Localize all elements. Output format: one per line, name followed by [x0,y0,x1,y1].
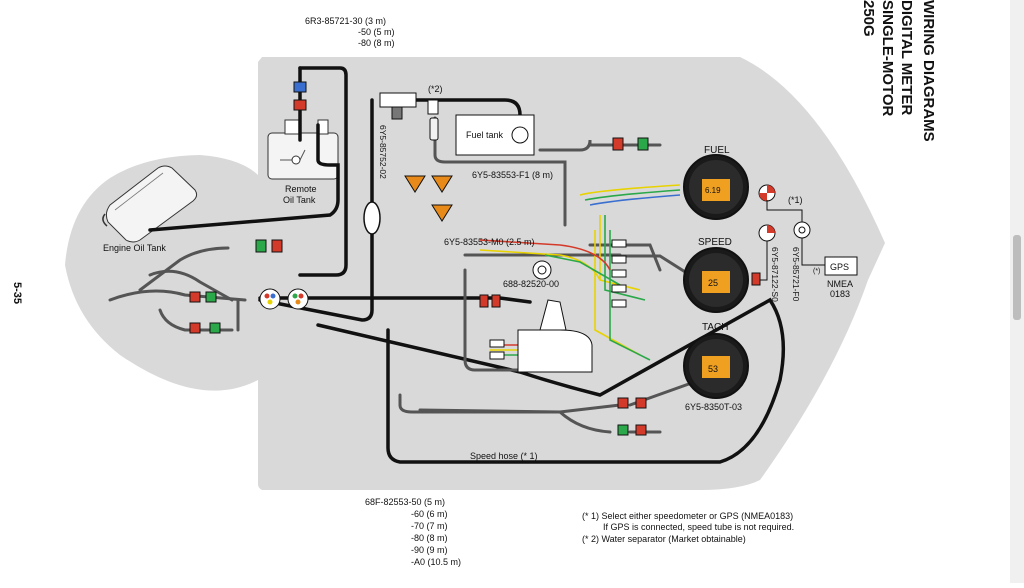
part-68f-line1: 68F-82553-50 (5 m) [365,497,445,507]
connectors [189,81,649,436]
engine-oil-tank [102,165,198,243]
note-2: (* 2) Water separator (Market obtainable… [582,534,746,544]
part-6r3-line1: 6R3-85721-30 (3 m) [305,16,386,26]
remote-control-box [517,299,593,373]
part-68f-line4: -80 (8 m) [411,533,448,543]
note-1-line2: If GPS is connected, speed tube is not r… [603,522,794,532]
fuel-sender [511,126,529,144]
signal-wires [479,184,681,361]
remote-oil-tank [267,119,339,180]
title-line2: DIGITAL METER [898,0,915,115]
part-6y5-85752: 6Y5-85752-02 [378,125,388,179]
engine-oil-tank-label: Engine Oil Tank [103,243,166,253]
tach-gauge-display: 53 [708,364,718,374]
speed-gauge-label: SPEED [698,237,732,248]
part-68f-line5: -90 (9 m) [411,545,448,555]
speed-gauge-display: 25 [708,278,718,288]
speed-sensor-inner [537,265,547,275]
part-6y5-8350t: 6Y5-8350T-03 [685,402,742,412]
part-68f-line2: -60 (6 m) [411,509,448,519]
note-1-line1: (* 1) Select either speedometer or GPS (… [582,511,793,521]
part-688: 688-82520-00 [503,279,559,289]
part-6r3-line2: -50 (5 m) [358,27,395,37]
part-6y5-87122: 6Y5-87122-S0 [770,247,780,302]
part-68f-line6: -A0 (10.5 m) [411,557,461,567]
warning-icon [404,175,453,222]
fuel-gauge-label: FUEL [704,145,730,156]
tach-gauge-label: TACH [702,322,728,333]
gps-caption-2: 0183 [830,289,850,299]
speed-gauge [683,247,749,313]
part-6y5-85721: 6Y5-85721-F0 [791,247,801,302]
page-number: 5-35 [11,282,23,304]
part-68f-line3: -70 (7 m) [411,521,448,531]
part-6y5-f1: 6Y5-83553-F1 (8 m) [472,170,553,180]
cables [148,66,786,464]
gps-caption-1: NMEA [827,279,853,289]
part-6r3-line3: -80 (8 m) [358,38,395,48]
scrollbar-thumb[interactable] [1013,235,1021,320]
tach-gauge [683,333,749,399]
gps-box [824,256,858,276]
remote-oil-tank-label-2: Oil Tank [283,195,316,205]
remote-oil-tank-label-1: Remote [285,184,317,194]
gps-label: GPS [830,262,849,272]
fuel-gauge-display: 6.19 [705,186,721,195]
gps-bracket [766,200,803,222]
annotation-star-small: (*) [813,268,820,275]
speed-hose-label: Speed hose (* 1) [470,451,538,461]
annotation-star2: (*2) [428,84,443,94]
water-separator [363,92,439,235]
fuel-tank-label: Fuel tank [466,130,504,140]
gps-lead [801,238,825,266]
title-line3: SINGLE-MOTOR [879,0,896,117]
annotation-star1: (*1) [788,195,803,205]
speed-sensor-plug [751,272,761,286]
title-line4: 250G [860,0,877,37]
fuel-gauge [683,154,749,220]
part-6y5-m0: 6Y5-83553-M0 (2.5 m) [444,237,535,247]
title-line1: WIRING DIAGRAMS [920,0,937,142]
